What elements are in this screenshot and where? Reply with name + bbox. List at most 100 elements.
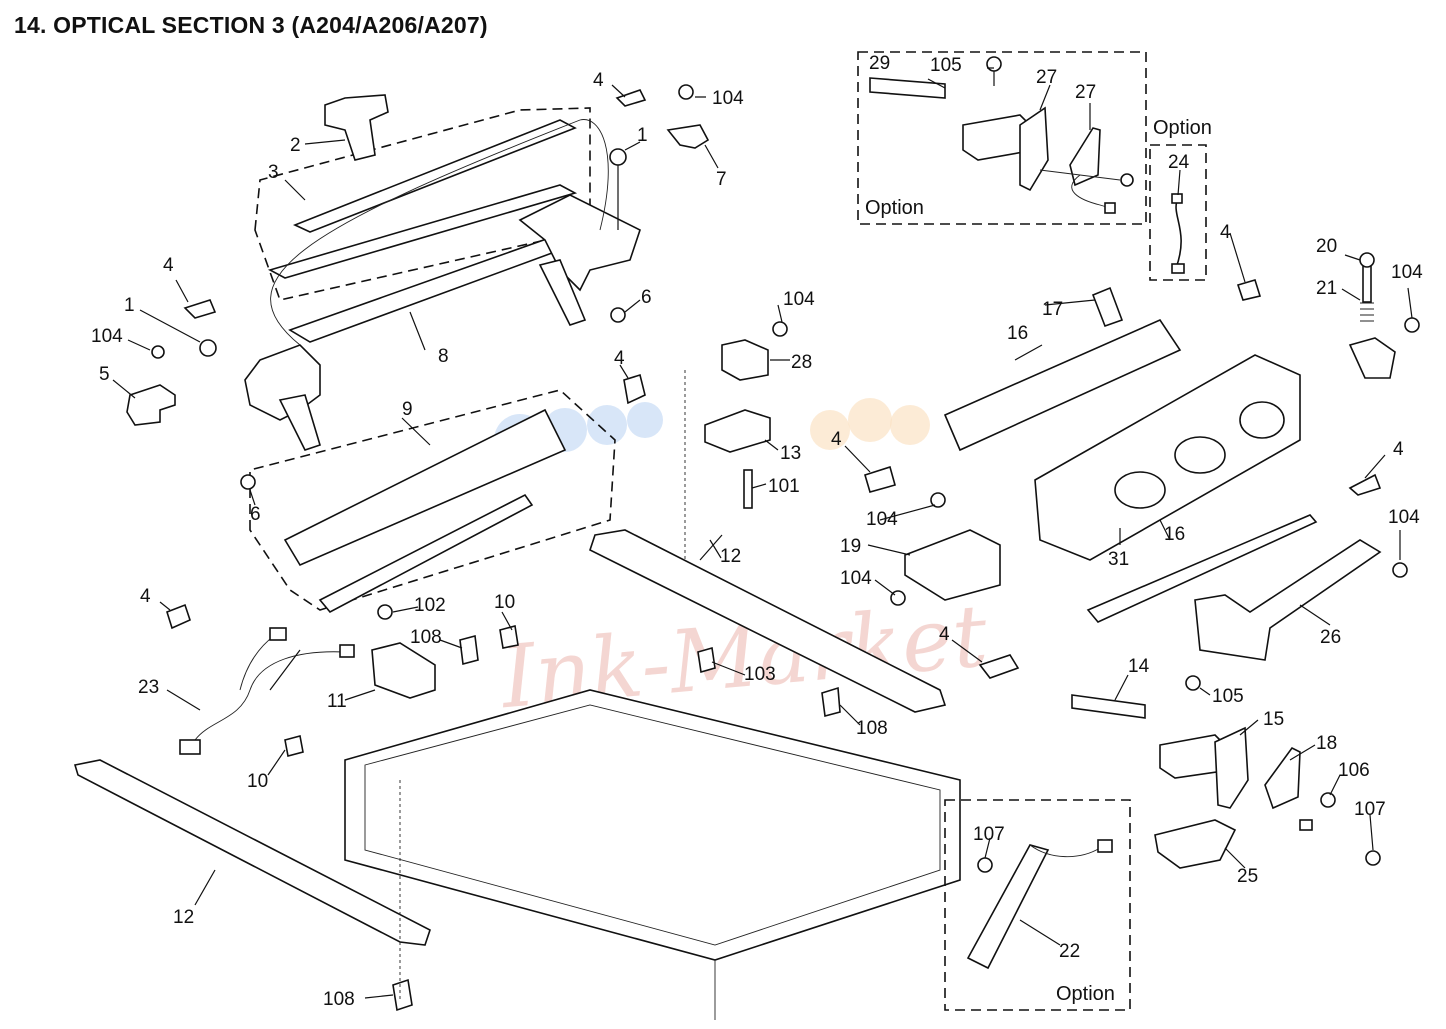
part-12-left: [73, 759, 431, 946]
callout-10: 10: [494, 592, 515, 613]
part-14: [1071, 694, 1146, 719]
part-6-left: [240, 474, 256, 490]
part-10-b: [284, 735, 304, 757]
part-26: [1194, 539, 1382, 661]
part-9-glass: [283, 408, 567, 567]
option-box-bottom: [944, 799, 1131, 1011]
part-4-bottom-left: [166, 603, 191, 630]
leaders: [112, 67, 1413, 999]
spring-21: [1360, 302, 1374, 322]
harness-23b: [239, 634, 276, 691]
callout-107: 107: [973, 824, 1005, 845]
callout-102: 102: [414, 595, 446, 616]
connector-27: [1104, 202, 1116, 214]
part-22: [966, 844, 1050, 970]
part-12-top: [589, 529, 947, 713]
callout-4: 4: [163, 255, 174, 276]
connector-23a: [179, 739, 201, 755]
option-label-24: Option: [1153, 117, 1212, 139]
screw-104-top: [678, 84, 694, 100]
callout-26: 26: [1320, 627, 1341, 648]
callout-105: 105: [930, 55, 962, 76]
callout-108: 108: [410, 627, 442, 648]
page-title: 14. OPTICAL SECTION 3 (A204/A206/A207): [14, 12, 488, 38]
part-2: [324, 94, 389, 161]
callout-108: 108: [856, 718, 888, 739]
callout-4: 4: [831, 429, 842, 450]
callout-4: 4: [1393, 439, 1404, 460]
part-4-right-top: [1236, 279, 1262, 301]
frame-hole-1: [1114, 471, 1166, 509]
option-label-top: Option: [865, 197, 924, 219]
part-9-strip: [318, 493, 534, 614]
part-17: [1091, 286, 1124, 328]
callout-104: 104: [1391, 262, 1423, 283]
callout-104: 104: [840, 568, 872, 589]
callout-104: 104: [866, 509, 898, 530]
part-4-left: [183, 299, 217, 319]
callout-103: 103: [744, 664, 776, 685]
bracket-right: [518, 194, 641, 292]
part-5: [126, 384, 176, 426]
part-24: [1175, 197, 1182, 269]
belt-loop: [270, 119, 609, 346]
callout-18: 18: [1316, 733, 1337, 754]
part-3-glass: [292, 119, 577, 233]
callout-104: 104: [783, 289, 815, 310]
leader-27-screw: [1039, 169, 1121, 181]
callout-104: 104: [712, 88, 744, 109]
callout-31: 31: [1108, 549, 1129, 570]
callout-1: 1: [637, 125, 648, 146]
callout-20: 20: [1316, 236, 1337, 257]
part-16-glass: [943, 318, 1182, 452]
wire-22: [1029, 844, 1101, 858]
screw-105-top: [986, 56, 1002, 72]
part-25: [1154, 819, 1237, 869]
wire-27: [1071, 174, 1111, 209]
callout-2: 2: [290, 135, 301, 156]
callout-12: 12: [173, 907, 194, 928]
frame-hole-3: [1239, 401, 1285, 439]
screw-105-low: [1185, 675, 1201, 691]
callout-6: 6: [641, 287, 652, 308]
dash-group-3: [254, 107, 591, 301]
part-31-frame: [1034, 354, 1301, 561]
callout-105: 105: [1212, 686, 1244, 707]
screw-20-head: [1359, 252, 1375, 268]
part-10-a: [499, 624, 519, 649]
screw-104-r19: [930, 492, 946, 508]
callout-108: 108: [323, 989, 355, 1010]
harness-23: [194, 651, 346, 741]
screw-104-right: [1404, 317, 1420, 333]
part-3-strip: [267, 184, 578, 279]
callout-10: 10: [247, 771, 268, 792]
screw-104-left: [151, 345, 165, 359]
callout-4: 4: [614, 348, 625, 369]
part-4-r: [864, 465, 896, 493]
connector-23b: [269, 627, 287, 641]
callout-22: 22: [1059, 941, 1080, 962]
callout-6: 6: [250, 504, 261, 525]
part-15-plate: [1214, 726, 1249, 809]
part-108-b: [821, 686, 841, 718]
callout-101: 101: [768, 476, 800, 497]
part-108-a: [459, 634, 479, 666]
connector-18: [1299, 819, 1313, 831]
part-7: [666, 124, 710, 149]
callout-28: 28: [791, 352, 812, 373]
part-4-right: [1348, 473, 1382, 496]
callout-14: 14: [1128, 656, 1150, 677]
screw-1-left: [199, 339, 217, 357]
part-30: [869, 77, 946, 99]
dash-group-9: [249, 389, 616, 611]
screw-1-top: [609, 148, 627, 166]
callout-107: 107: [1354, 799, 1386, 820]
callout-24: 24: [1168, 152, 1190, 173]
screw-101: [743, 469, 753, 509]
callout-15: 15: [1263, 709, 1284, 730]
callout-30: 29: [869, 53, 890, 74]
part-108-c: [392, 978, 413, 1012]
screw-107-opt: [977, 857, 993, 873]
part-4-mid: [623, 373, 646, 405]
callout-4: 4: [939, 624, 950, 645]
